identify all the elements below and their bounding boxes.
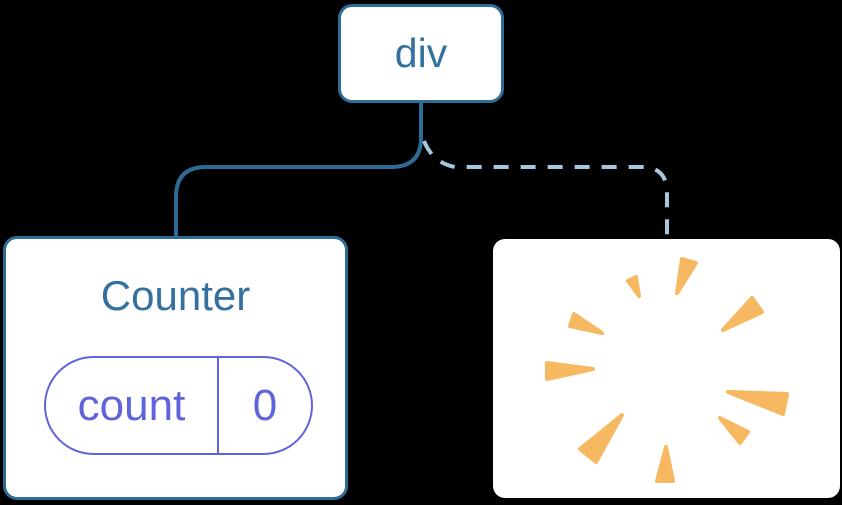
state-value: 0 bbox=[252, 380, 278, 430]
counter-node: Counter count 0 bbox=[3, 236, 348, 500]
removed-node bbox=[493, 239, 840, 498]
counter-title: Counter bbox=[100, 272, 251, 319]
state-key-label: count bbox=[46, 358, 219, 453]
state-pill: count 0 bbox=[44, 356, 313, 455]
root-node-label: div bbox=[394, 30, 448, 76]
edge-root-to-removed bbox=[422, 140, 669, 241]
edge-root-to-counter bbox=[174, 103, 423, 240]
root-node: div bbox=[338, 4, 504, 103]
